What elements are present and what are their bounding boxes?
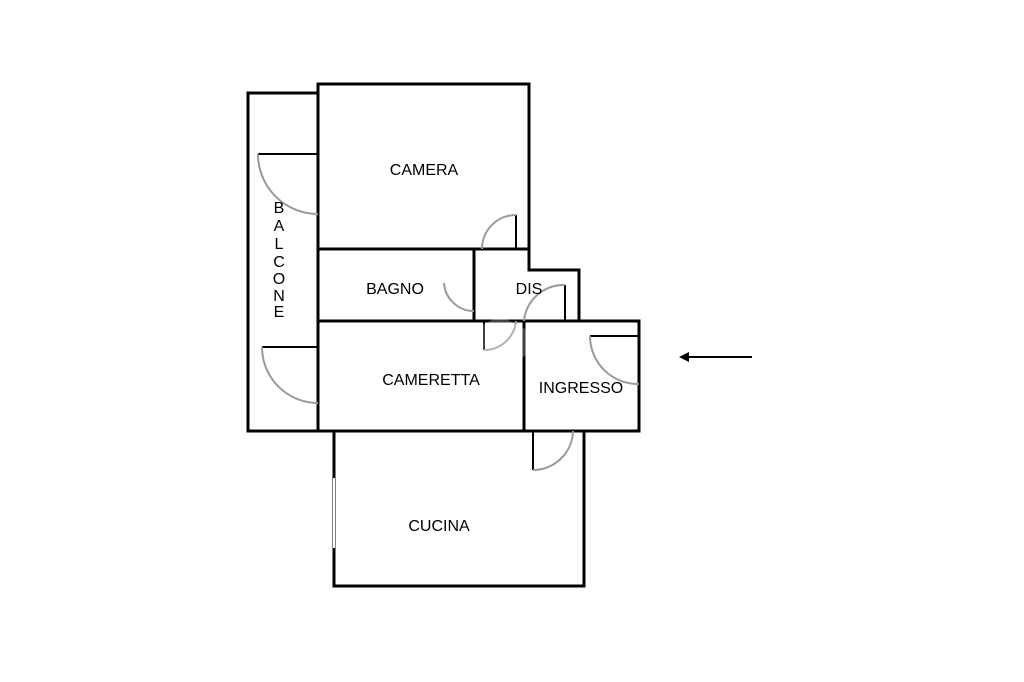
arrow-left-icon [679, 352, 752, 362]
label-balcone: B A L C O N E [273, 200, 285, 321]
label-bagno: BAGNO [366, 281, 424, 298]
balcone-letter: L [275, 236, 284, 253]
label-cucina: CUCINA [408, 518, 470, 535]
balcone-letter: E [274, 304, 285, 321]
balcone-letter: A [274, 218, 285, 235]
balcone-letter: N [273, 288, 285, 305]
label-ingresso: INGRESSO [539, 380, 623, 397]
balcone-letter: B [274, 200, 285, 217]
watermark-logo [458, 315, 542, 383]
room-ingresso [522, 319, 641, 433]
room-cucina [332, 429, 586, 588]
label-dis: DIS [516, 281, 543, 298]
label-cameretta: CAMERETTA [382, 372, 480, 389]
balcone-letter: O [273, 271, 285, 288]
balcone-letter: C [273, 254, 285, 271]
label-camera: CAMERA [390, 162, 459, 179]
doors [257, 153, 640, 548]
